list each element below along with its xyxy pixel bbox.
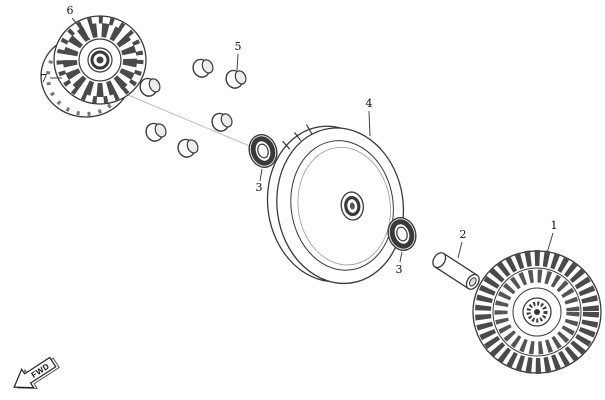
fan-tips bbox=[56, 16, 144, 104]
callout-label-2: 2 bbox=[460, 228, 467, 241]
rim-tab bbox=[293, 131, 302, 141]
callout-label-3a: 3 bbox=[256, 181, 263, 194]
part-2-spacer-collar bbox=[432, 252, 480, 290]
leader-line-5 bbox=[236, 53, 239, 71]
callout-label-6: 6 bbox=[67, 4, 74, 17]
part-5-roller-weight bbox=[189, 54, 217, 81]
pulley-hub-hole bbox=[349, 202, 355, 210]
fan-blades bbox=[63, 23, 137, 97]
splined-bore bbox=[526, 301, 548, 323]
callout-label-5: 5 bbox=[235, 40, 242, 53]
fwd-arrow-shape bbox=[13, 356, 57, 389]
inner-fins bbox=[494, 269, 580, 355]
leader-line-1 bbox=[546, 232, 554, 254]
outer-fins bbox=[475, 250, 599, 374]
rim-tab bbox=[282, 140, 291, 150]
part-4-drive-face bbox=[266, 124, 405, 285]
leader-line-3b bbox=[399, 251, 403, 263]
leader-line-6 bbox=[71, 17, 91, 41]
rim-tab bbox=[305, 124, 313, 135]
fan-hub-hole bbox=[96, 56, 104, 64]
part-5-roller-weight bbox=[174, 134, 202, 161]
callout-label-4: 4 bbox=[366, 97, 373, 110]
callout-label-3b: 3 bbox=[396, 263, 403, 276]
part-5-roller-weight bbox=[208, 108, 236, 135]
part-1-fixed-drive-face bbox=[472, 250, 602, 374]
callout-label-7: 7 bbox=[41, 72, 48, 85]
axis-line bbox=[127, 94, 253, 148]
leader-line-4 bbox=[368, 110, 371, 137]
part-6-fan-plate bbox=[53, 15, 147, 105]
leader-line-2 bbox=[457, 241, 463, 259]
part-5-roller-weight bbox=[222, 65, 250, 92]
part-5-roller-weight bbox=[142, 118, 170, 145]
callout-label-1: 1 bbox=[551, 219, 558, 232]
fwd-direction-arrow: FWD bbox=[13, 356, 60, 389]
fwd-arrow-shadow bbox=[16, 357, 60, 389]
pulley-face bbox=[276, 127, 405, 285]
leader-line-3a bbox=[259, 168, 263, 182]
fan-hub bbox=[90, 50, 110, 70]
